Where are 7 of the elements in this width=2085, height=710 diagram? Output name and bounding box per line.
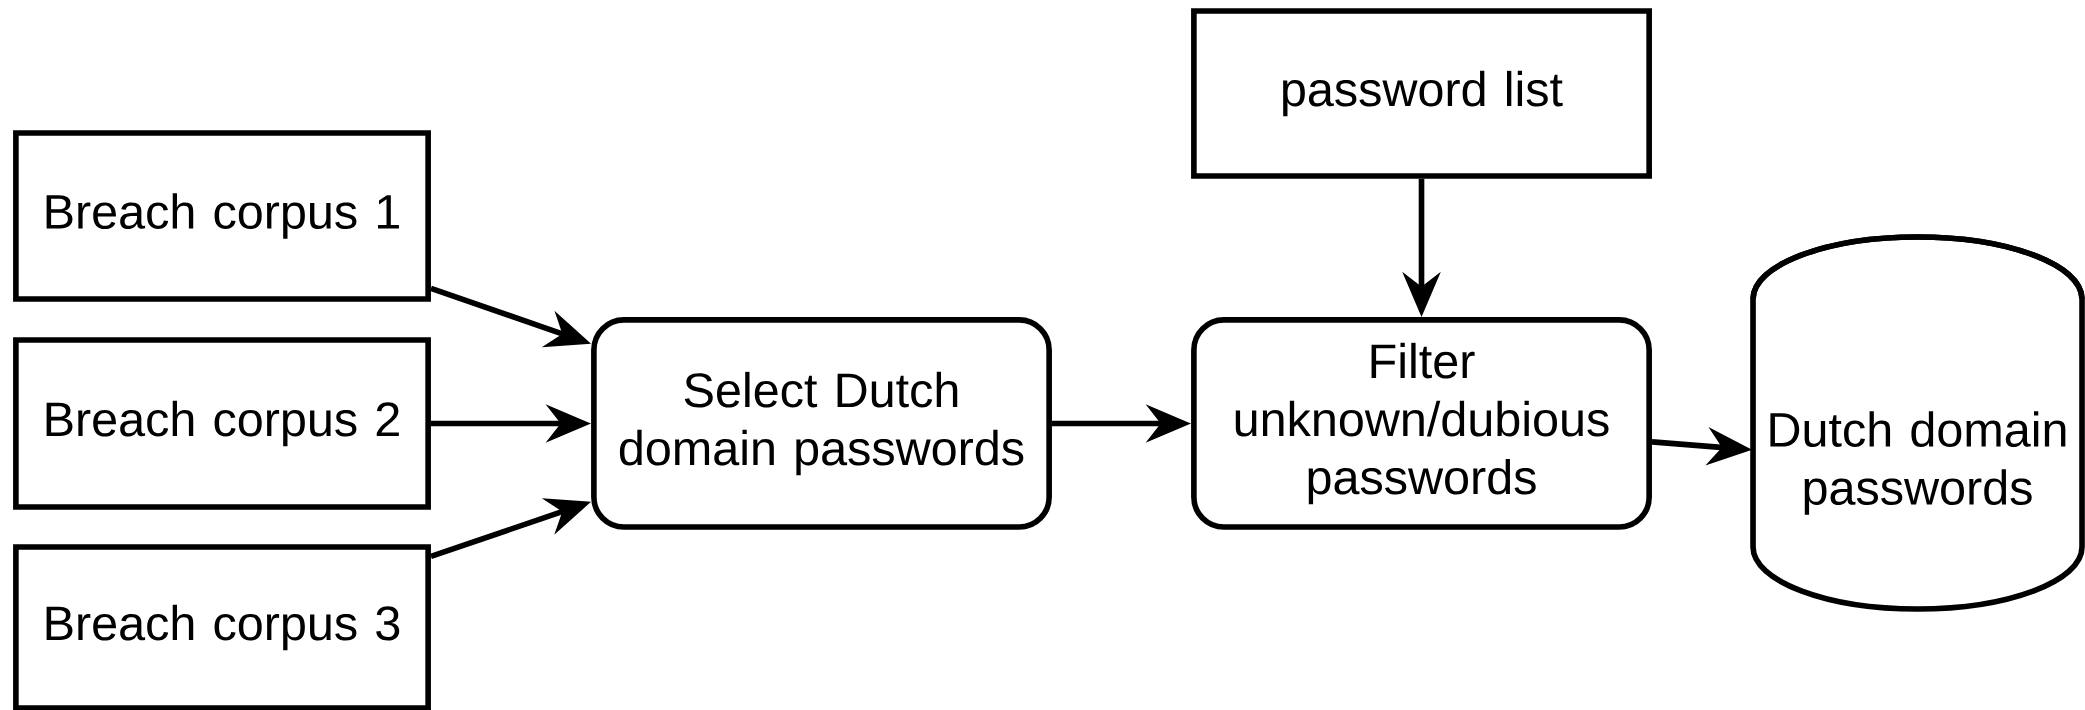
- process-box: Filter unknown/dubious passwords: [1191, 317, 1652, 530]
- process-box: Breach corpus 1: [13, 130, 431, 302]
- process-box: password list: [1191, 8, 1652, 179]
- process-box: Breach corpus 3: [13, 544, 431, 710]
- process-box: Select Dutch domain passwords: [591, 317, 1052, 530]
- database-cylinder: Dutch domain passwords: [1750, 234, 2085, 612]
- process-box: Breach corpus 2: [13, 337, 431, 510]
